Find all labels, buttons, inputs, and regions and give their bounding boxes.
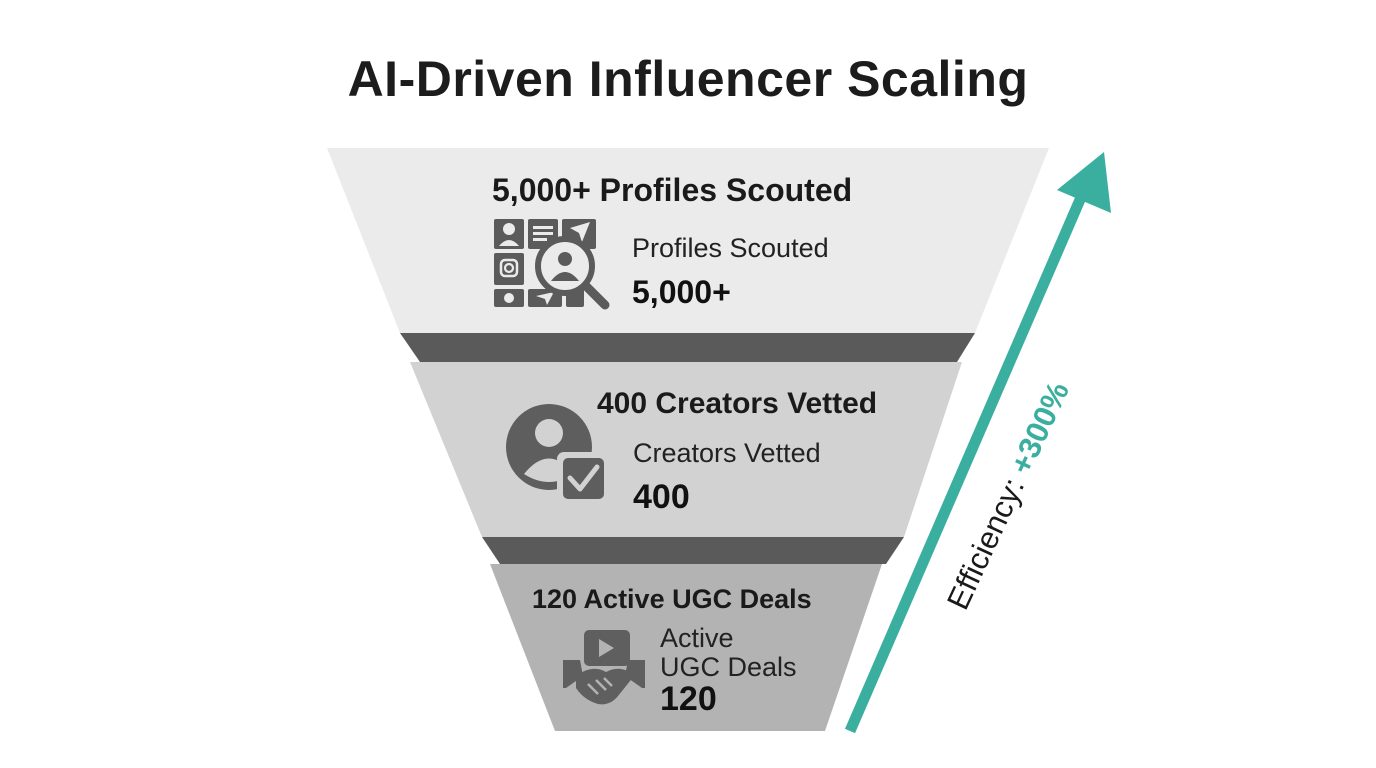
stage-3-value: 120 — [660, 680, 717, 718]
funnel-connector-1 — [400, 333, 975, 362]
funnel-connector-2 — [482, 537, 904, 564]
funnel-stage-1 — [327, 148, 1049, 333]
stage-3-label-line1: Active — [660, 623, 734, 653]
page-title: AI-Driven Influencer Scaling — [347, 51, 1029, 107]
stage-2-heading: 400 Creators Vetted — [597, 387, 878, 420]
stage-1-label: Profiles Scouted — [632, 233, 829, 263]
video-handshake-icon — [563, 630, 645, 705]
profile-search-grid-icon — [494, 219, 610, 310]
stage-2-label: Creators Vetted — [633, 438, 821, 468]
efficiency-arrow — [844, 152, 1111, 734]
stage-2-value: 400 — [633, 478, 690, 516]
stage-1-value: 5,000+ — [632, 274, 731, 310]
stage-3-label-line2: UGC Deals — [660, 652, 797, 682]
stage-1-heading: 5,000+ Profiles Scouted — [492, 172, 853, 208]
user-check-icon — [506, 404, 609, 504]
stage-3-heading: 120 Active UGC Deals — [532, 584, 812, 614]
